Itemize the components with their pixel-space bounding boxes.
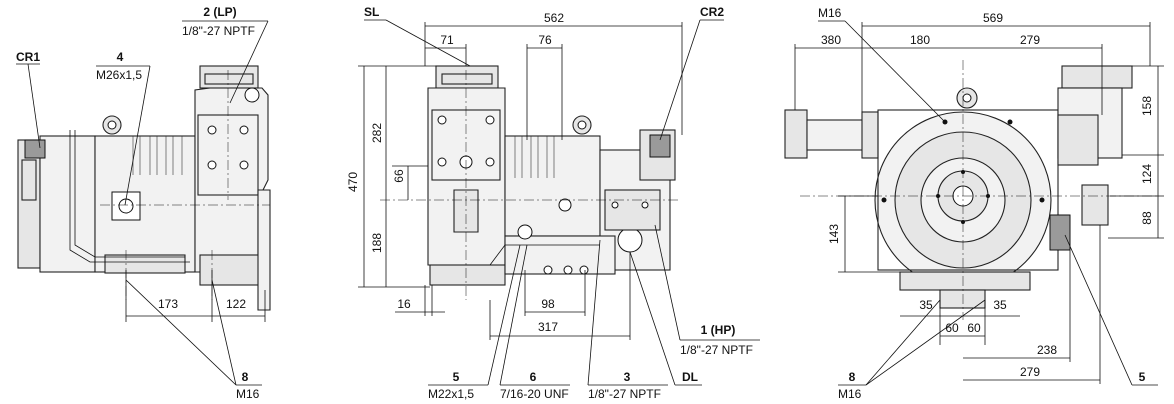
dim-279-bottom: 279 xyxy=(1020,365,1040,379)
callout-dl: DL xyxy=(682,370,698,384)
callout-sl: SL xyxy=(364,5,379,19)
dim-562: 562 xyxy=(544,11,564,25)
dim-238: 238 xyxy=(1037,343,1057,357)
dim-188: 188 xyxy=(370,233,384,253)
callout-8-right-spec: M16 xyxy=(838,387,862,401)
dim-282: 282 xyxy=(370,123,384,143)
dim-124: 124 xyxy=(1140,164,1154,184)
callout-4-number: 4 xyxy=(117,50,124,64)
dim-317: 317 xyxy=(538,320,558,334)
dim-180: 180 xyxy=(910,33,930,47)
dim-71: 71 xyxy=(440,33,454,47)
callout-3-number: 3 xyxy=(624,370,631,384)
callout-m16-top: M16 xyxy=(818,6,842,20)
dim-173: 173 xyxy=(158,297,178,311)
front-callouts: SL CR2 1 (HP) 1/8"-27 NPTF DL 5 M22x1,5 … xyxy=(364,5,760,401)
callout-8-right-number: 8 xyxy=(849,370,856,384)
callout-6-spec: 7/16-20 UNF xyxy=(500,387,569,401)
end-dimensions: 569 380 180 279 158 124 88 143 35 35 60 … xyxy=(794,11,1164,384)
callout-5-number: 5 xyxy=(453,370,460,384)
front-dimensions: 562 71 76 470 282 66 188 16 98 xyxy=(346,11,683,340)
dim-16: 16 xyxy=(397,297,411,311)
dim-35-right: 35 xyxy=(993,298,1007,312)
callout-3-spec: 1/8"-27 NPTF xyxy=(588,387,661,401)
callout-cr1: CR1 xyxy=(16,50,40,64)
callout-1-number: 1 (HP) xyxy=(701,323,736,337)
callout-8-left-number: 8 xyxy=(242,370,249,384)
left-dimensions: 173 122 xyxy=(125,270,266,322)
callout-4-spec: M26x1,5 xyxy=(96,68,142,82)
dim-35-left: 35 xyxy=(919,298,933,312)
end-view xyxy=(784,60,1160,320)
dim-380: 380 xyxy=(821,33,841,47)
front-view xyxy=(380,65,680,300)
dim-470: 470 xyxy=(346,172,360,192)
dim-60-right: 60 xyxy=(967,321,981,335)
callout-5-right-number: 5 xyxy=(1139,370,1146,384)
dim-279-top: 279 xyxy=(1020,33,1040,47)
dim-88: 88 xyxy=(1140,211,1154,225)
dim-569: 569 xyxy=(983,11,1003,25)
callout-6-number: 6 xyxy=(530,370,537,384)
dim-76: 76 xyxy=(538,33,552,47)
dim-143: 143 xyxy=(827,224,841,244)
callout-5-spec: M22x1,5 xyxy=(428,387,474,401)
left-side-view xyxy=(17,65,271,311)
callout-cr2: CR2 xyxy=(700,5,724,19)
dim-66: 66 xyxy=(392,169,406,183)
end-callouts: M16 8 M16 5 xyxy=(818,6,1158,401)
dim-122: 122 xyxy=(226,297,246,311)
dim-158: 158 xyxy=(1140,96,1154,116)
dim-98: 98 xyxy=(541,297,555,311)
callout-2-spec: 1/8"-27 NPTF xyxy=(182,24,255,38)
callout-2-number: 2 (LP) xyxy=(203,5,236,19)
dim-60-left: 60 xyxy=(945,321,959,335)
left-callouts: CR1 4 M26x1,5 2 (LP) 1/8"-27 NPTF 8 M16 xyxy=(16,5,269,401)
callout-8-left-spec: M16 xyxy=(236,387,260,401)
callout-1-spec: 1/8"-27 NPTF xyxy=(680,343,753,357)
